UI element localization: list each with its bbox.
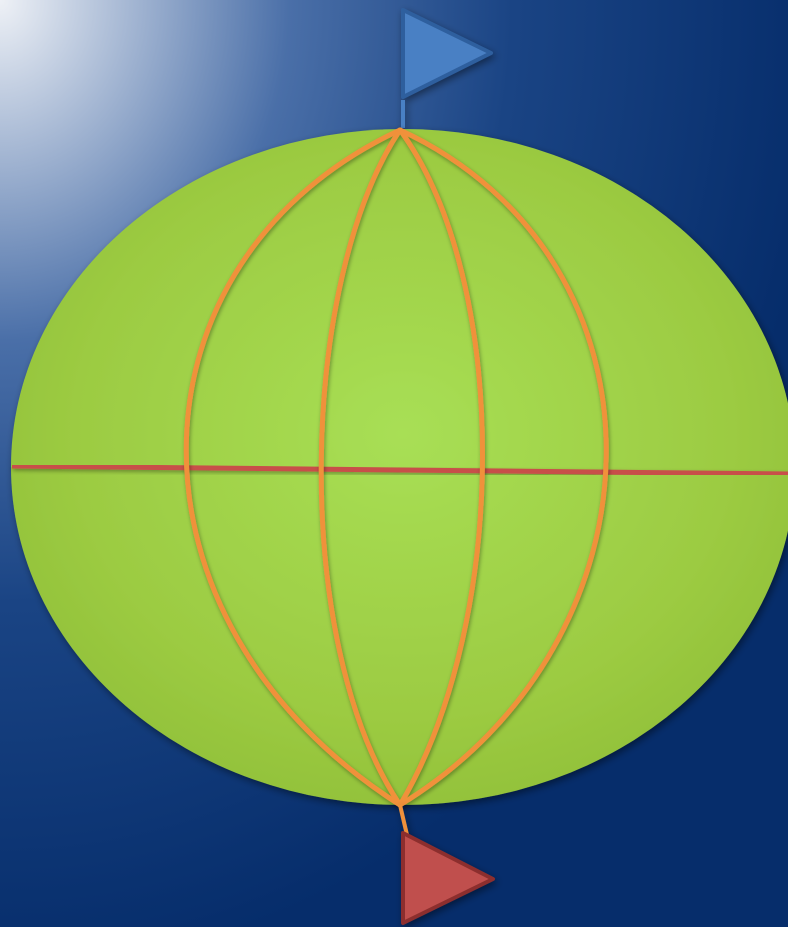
diagram-canvas	[0, 0, 788, 927]
globe-diagram	[0, 0, 788, 927]
